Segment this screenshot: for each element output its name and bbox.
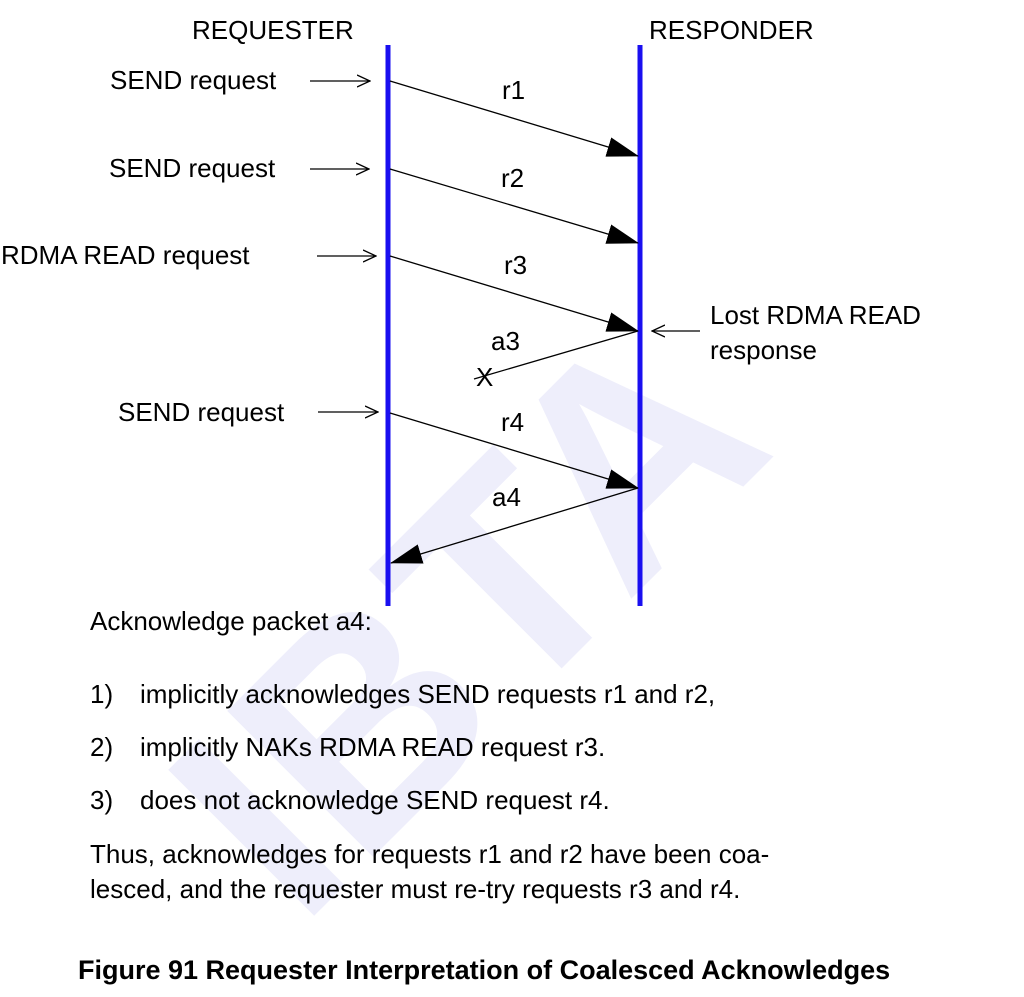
message-a3-arrow	[473, 330, 639, 380]
list-item-3: 3) does not acknowledge SEND request r4.	[90, 784, 610, 817]
list-item-number: 2)	[90, 732, 114, 762]
message-a4-label: a4	[492, 482, 521, 512]
message-r4-label: r4	[501, 407, 524, 437]
lost-marker-x: X	[476, 362, 493, 392]
list-item-1: 1) implicitly acknowledges SEND requests …	[90, 678, 715, 711]
conclusion-line-2: lesced, and the requester must re-try re…	[90, 874, 741, 904]
figure-caption: Figure 91 Requester Interpretation of Co…	[78, 955, 891, 985]
list-item-2: 2) implicitly NAKs RDMA READ request r3.	[90, 731, 605, 764]
conclusion-line-1: Thus, acknowledges for requests r1 and r…	[90, 839, 770, 869]
message-r4-arrow	[389, 412, 639, 489]
side-label-send-1: SEND request	[110, 65, 277, 95]
requester-label: REQUESTER	[192, 15, 354, 45]
list-item-text: implicitly acknowledges SEND requests r1…	[140, 679, 716, 709]
message-a3-label: a3	[491, 326, 520, 356]
list-item-number: 1)	[90, 679, 114, 709]
message-r3-label: r3	[504, 250, 527, 280]
list-item-text: does not acknowledge SEND request r4.	[140, 785, 610, 815]
annotation-line-1: Lost RDMA READ	[710, 300, 921, 330]
message-r1-arrow	[389, 80, 639, 157]
side-label-send-4: SEND request	[118, 397, 285, 427]
message-a4-arrow	[390, 487, 639, 564]
list-item-number: 3)	[90, 785, 114, 815]
side-label-rdma-read: RDMA READ request	[1, 240, 250, 270]
message-r2-label: r2	[501, 163, 524, 193]
annotation-line-2: response	[710, 335, 817, 365]
list-item-text: implicitly NAKs RDMA READ request r3.	[140, 732, 606, 762]
message-r1-label: r1	[502, 75, 525, 105]
body-intro: Acknowledge packet a4:	[90, 606, 372, 636]
side-label-send-2: SEND request	[109, 153, 276, 183]
message-r2-arrow	[389, 168, 639, 244]
message-r3-arrow	[389, 255, 639, 332]
responder-label: RESPONDER	[649, 15, 814, 45]
